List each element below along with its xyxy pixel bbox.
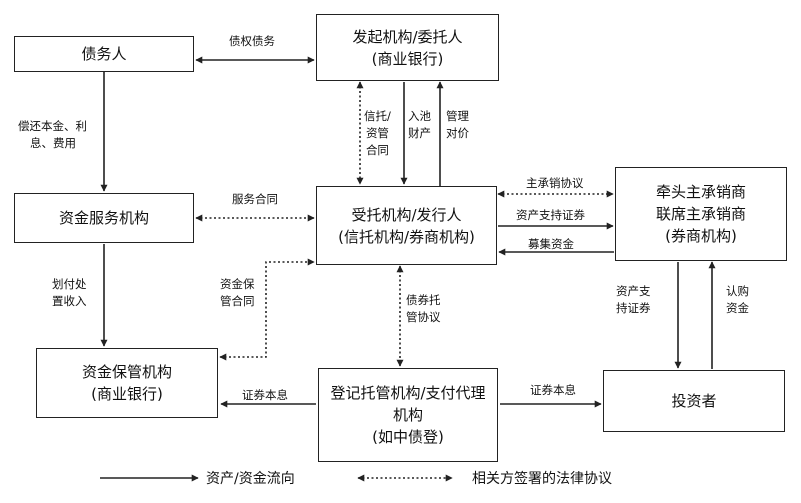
- label-bond-custody-line2: 管协议: [406, 310, 441, 324]
- label-abs-to-investor-line2: 持证券: [616, 301, 651, 315]
- legend-flow-text: 资产/资金流向: [206, 471, 295, 487]
- label-pool-assets-line1: 入池: [408, 109, 431, 123]
- label-trust-contract-line2: 资管: [365, 126, 389, 140]
- underwriter-line3: (券商机构): [665, 227, 737, 245]
- label-repay-line2: 息、费用: [30, 136, 76, 150]
- label-trust-contract-line3: 合同: [365, 143, 389, 157]
- label-custody-contract-line2: 管合同: [220, 294, 255, 308]
- originator-box: 发起机构/委托人 (商业银行): [316, 14, 499, 81]
- label-abs-to-underwriter: 资产支持证券: [516, 208, 585, 222]
- label-raise-funds: 募集资金: [528, 237, 574, 251]
- label-pool-assets-line2: 财产: [408, 126, 431, 140]
- label-principal-interest-left: 证券本息: [242, 388, 288, 402]
- label-trust-contract-line1: 信托/: [364, 109, 391, 123]
- registrar-line3: (如中债登): [372, 428, 444, 446]
- servicer-label: 资金服务机构: [58, 209, 149, 227]
- investor-box: 投资者: [603, 370, 785, 432]
- underwriter-box: 牵头主承销商 联席主承销商 (券商机构): [615, 167, 787, 261]
- custodian-title: 资金保管机构: [81, 363, 172, 381]
- label-mgmt-price: 管理 对价: [446, 108, 469, 142]
- label-lead-underwriting: 主承销协议: [526, 176, 584, 190]
- label-subscribe-funds-line1: 认购: [726, 284, 749, 298]
- label-subscribe-funds-line2: 资金: [726, 301, 749, 315]
- debtor-label: 债务人: [81, 45, 127, 63]
- label-custody-contract: 资金保 管合同: [220, 276, 255, 310]
- label-abs-to-investor: 资产支 持证券: [616, 283, 651, 317]
- label-repay: 偿还本金、利 息、费用: [18, 118, 87, 152]
- registrar-box: 登记托管机构/支付代理 机构 (如中债登): [318, 368, 498, 462]
- label-bond-custody-line1: 债券托: [406, 293, 441, 307]
- custodian-box: 资金保管机构 (商业银行): [36, 348, 218, 418]
- label-subscribe-funds: 认购 资金: [726, 283, 749, 317]
- label-pool-assets: 入池 财产: [408, 108, 431, 142]
- servicer-box: 资金服务机构: [14, 193, 194, 243]
- label-abs-to-investor-line1: 资产支: [616, 284, 651, 298]
- originator-title: 发起机构/委托人: [352, 27, 463, 46]
- label-transfer-income-line1: 划付处: [52, 277, 87, 291]
- label-custody-contract-line1: 资金保: [220, 277, 255, 291]
- debtor-box: 债务人: [14, 36, 194, 72]
- label-claims-debts: 债权债务: [229, 34, 275, 48]
- legend-agreement-text: 相关方签署的法律协议: [472, 471, 612, 487]
- trustee-subtitle: (信托机构/券商机构): [338, 227, 475, 246]
- underwriter-line2: 联席主承销商: [655, 205, 746, 223]
- custodian-subtitle: (商业银行): [91, 385, 163, 403]
- underwriter-line1: 牵头主承销商: [655, 183, 746, 201]
- registrar-line2: 机构: [392, 406, 423, 424]
- trustee-title: 受托机构/发行人: [351, 205, 462, 224]
- label-mgmt-price-line2: 对价: [446, 126, 469, 140]
- label-principal-interest-right: 证券本息: [530, 383, 576, 397]
- label-trust-contract: 信托/ 资管 合同: [364, 108, 391, 159]
- agreement-custody-contract: [219, 258, 315, 361]
- investor-label: 投资者: [671, 392, 717, 410]
- originator-subtitle: (商业银行): [371, 49, 444, 68]
- label-transfer-income-line2: 置收入: [52, 294, 87, 308]
- label-bond-custody: 债券托 管协议: [406, 292, 441, 326]
- registrar-line1: 登记托管机构/支付代理: [330, 384, 486, 402]
- label-service-contract: 服务合同: [232, 192, 278, 206]
- label-mgmt-price-line1: 管理: [446, 109, 469, 123]
- trustee-box: 受托机构/发行人 (信托机构/券商机构): [316, 186, 497, 265]
- label-repay-line1: 偿还本金、利: [18, 119, 87, 133]
- label-transfer-income: 划付处 置收入: [52, 276, 87, 310]
